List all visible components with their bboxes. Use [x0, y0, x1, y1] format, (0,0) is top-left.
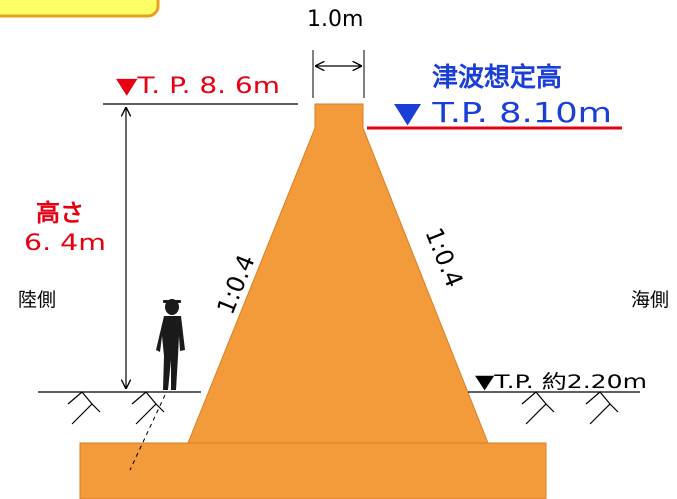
- sea-side-label: 海側: [631, 289, 669, 311]
- embankment-body: [187, 103, 489, 444]
- height-label: 高さ: [36, 199, 84, 227]
- person-silhouette-icon: [156, 299, 185, 390]
- height-value: 6. 4m: [24, 231, 106, 256]
- callout-box: [0, 0, 160, 18]
- slope-right-label: 1:0.4: [419, 224, 468, 292]
- tsunami-level-label: ▼ T.P. 8.10m: [394, 96, 612, 129]
- crest-width-label: 1.0m: [307, 7, 363, 32]
- land-side-label: 陸側: [18, 289, 56, 311]
- ground-hatch-icon: [67, 391, 619, 425]
- buried-dash-line: [129, 394, 166, 471]
- foundation-slab: [79, 442, 547, 499]
- ground-level-label: ▼T.P. 約2.20m: [475, 371, 647, 393]
- crest-height-label: ▼T. P. 8. 6m: [116, 74, 280, 99]
- tsunami-title: 津波想定高: [432, 62, 562, 93]
